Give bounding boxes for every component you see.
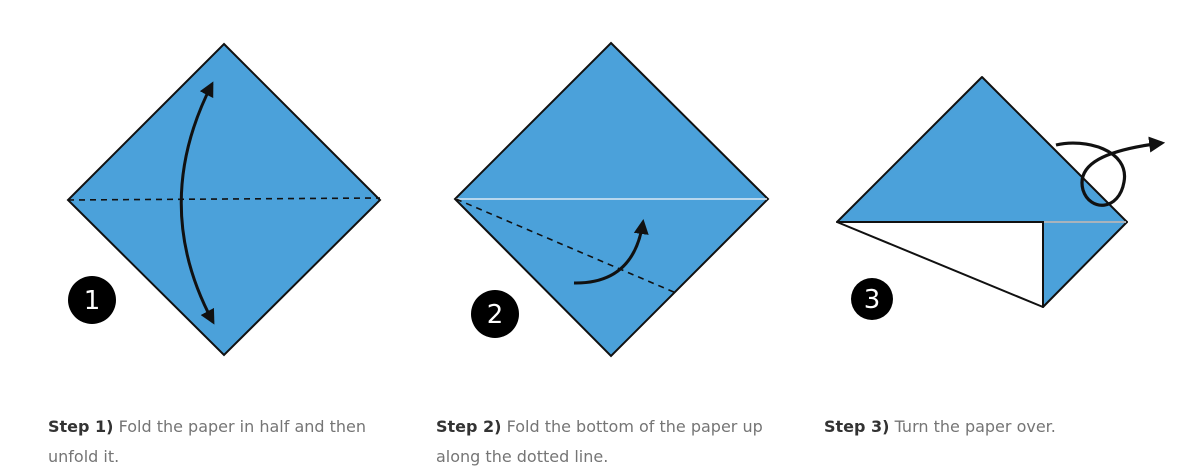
- step-1-number-badge: 1: [68, 276, 116, 324]
- step-1-fold-arrow: [179, 81, 215, 325]
- step-3-label: Step 3): [824, 417, 890, 436]
- step-3-paper-right-flap: [1042, 221, 1128, 308]
- step-2-illustration: 2: [453, 41, 770, 358]
- step-2-caption: Step 2) Fold the bottom of the paper up …: [436, 412, 781, 472]
- step-2-fold-dotted-line: [455, 198, 677, 294]
- step-2-fold-arrow: [573, 219, 649, 285]
- step-3-paper-top: [836, 76, 1128, 223]
- step-1-text: Fold the paper in half and then unfold i…: [48, 417, 367, 466]
- step-1-illustration: 1: [66, 42, 382, 357]
- step-1-caption: Step 1) Fold the paper in half and then …: [48, 412, 388, 472]
- step-3-caption: Step 3) Turn the paper over.: [824, 412, 1164, 442]
- step-2-text: Fold the bottom of the paper up along th…: [436, 417, 763, 466]
- step-3-number: 3: [864, 285, 881, 315]
- origami-steps-diagram: 1 2 3: [66, 41, 1166, 358]
- step-3-illustration: 3: [836, 76, 1166, 320]
- step-3-text: Turn the paper over.: [889, 417, 1056, 436]
- step-2-number: 2: [487, 300, 504, 330]
- step-3-turn-over-arrow: [1055, 136, 1166, 207]
- step-1-fold-dotted-line: [67, 197, 381, 201]
- step-1-number: 1: [84, 286, 101, 316]
- step-3-number-badge: 3: [851, 278, 893, 320]
- step-2-label: Step 2): [436, 417, 502, 436]
- step-2-number-badge: 2: [471, 290, 519, 338]
- step-1-label: Step 1): [48, 417, 114, 436]
- step-3-paper-folded-white: [836, 221, 1044, 308]
